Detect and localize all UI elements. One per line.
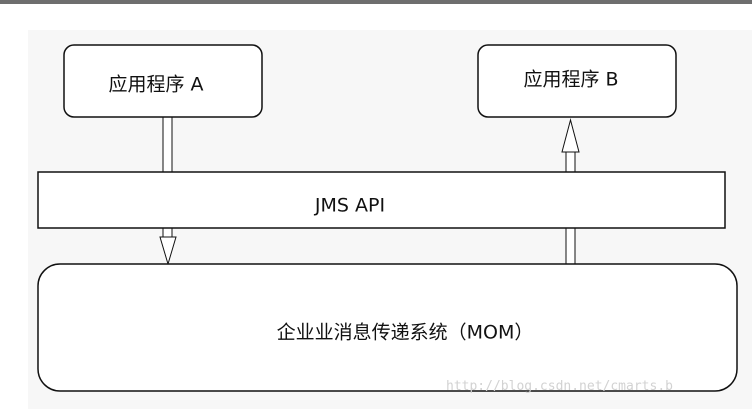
node-app-b-label: 应用程序 B bbox=[523, 69, 618, 91]
node-app-a bbox=[63, 44, 263, 118]
node-jms-api-label: JMS API bbox=[314, 195, 385, 217]
node-jms-api bbox=[37, 171, 726, 229]
node-mom bbox=[37, 263, 738, 392]
top-divider bbox=[0, 0, 752, 4]
arrow-down-head bbox=[159, 236, 177, 266]
watermark-text: http://blog.csdn.net/cmarts.b bbox=[446, 379, 673, 394]
node-mom-label: 企业业消息传递系统（MOM） bbox=[277, 322, 534, 344]
node-app-a-label: 应用程序 A bbox=[108, 74, 203, 96]
arrow-up-head bbox=[561, 118, 580, 153]
node-app-b bbox=[477, 44, 677, 118]
